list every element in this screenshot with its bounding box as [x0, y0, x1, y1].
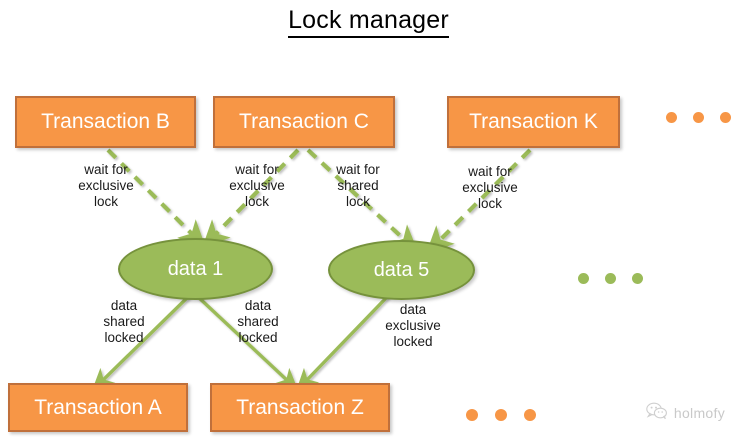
data-node-data5[interactable]: data 5 — [328, 240, 475, 300]
page-title: Lock manager — [0, 6, 737, 38]
wechat-icon — [646, 402, 668, 423]
transaction-box-z[interactable]: Transaction Z — [210, 383, 390, 432]
transaction-box-k-label: Transaction K — [469, 110, 598, 133]
page-title-text: Lock manager — [288, 6, 449, 38]
transaction-box-k[interactable]: Transaction K — [447, 96, 620, 148]
edge-label-k-to-data5: wait for exclusive lock — [462, 164, 518, 211]
ellipsis-dot — [632, 273, 643, 284]
edge-label-b-to-data1: wait for exclusive lock — [78, 162, 134, 209]
ellipsis-middle-right — [578, 273, 643, 284]
edge-label-data1-to-a: data shared locked — [103, 298, 145, 345]
data-node-data5-label: data 5 — [373, 258, 430, 281]
edge-label-c-to-data1: wait for exclusive lock — [229, 162, 285, 209]
transaction-box-a[interactable]: Transaction A — [8, 383, 188, 432]
transaction-box-z-label: Transaction Z — [236, 395, 364, 419]
ellipsis-dot — [524, 409, 536, 421]
ellipsis-dot — [605, 273, 616, 284]
edge-label-c-to-data5: wait for shared lock — [336, 162, 380, 209]
data-node-data1-label: data 1 — [167, 257, 224, 280]
ellipsis-dot — [720, 112, 731, 123]
ellipsis-top-right — [666, 112, 731, 123]
ellipsis-dot — [578, 273, 589, 284]
watermark-text: holmofy — [673, 404, 725, 421]
transaction-box-c[interactable]: Transaction C — [213, 96, 395, 148]
ellipsis-dot — [466, 409, 478, 421]
transaction-box-c-label: Transaction C — [239, 110, 369, 133]
data-node-data1[interactable]: data 1 — [118, 238, 273, 300]
edge-label-data1-to-z: data shared locked — [237, 298, 279, 345]
ellipsis-dot — [693, 112, 704, 123]
transaction-box-a-label: Transaction A — [34, 395, 162, 419]
ellipsis-bottom-middle — [466, 409, 536, 421]
ellipsis-dot — [666, 112, 677, 123]
ellipsis-dot — [495, 409, 507, 421]
edge-label-data5-to-z: data exclusive locked — [385, 302, 441, 349]
watermark: holmofy — [646, 402, 725, 423]
transaction-box-b-label: Transaction B — [41, 110, 170, 133]
transaction-box-b[interactable]: Transaction B — [15, 96, 196, 148]
